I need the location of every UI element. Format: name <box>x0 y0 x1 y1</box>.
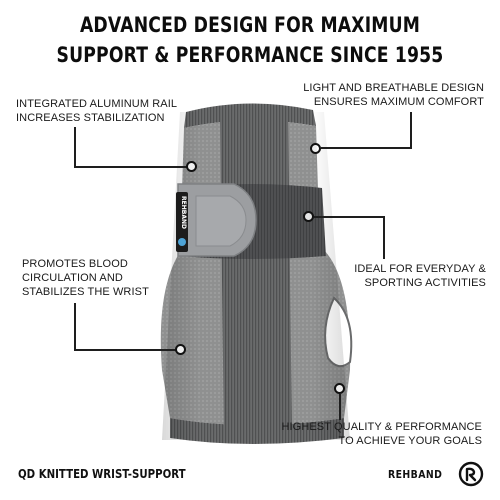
strap-logo-icon <box>178 238 186 246</box>
callout-line-aluminum-h <box>74 166 188 168</box>
callout-line-everyday-h <box>314 216 384 218</box>
callout-blood-circulation: PROMOTES BLOOD CIRCULATION AND STABILIZE… <box>22 258 149 298</box>
callout-dot-breathable <box>310 143 321 154</box>
strap-brand-label: REHBAND <box>180 196 187 229</box>
headline-line-1: ADVANCED DESIGN FOR MAXIMUM <box>79 13 421 37</box>
headline-line-2: SUPPORT & PERFORMANCE SINCE 1955 <box>56 43 444 67</box>
callout-line-everyday-v <box>383 216 385 259</box>
callout-dot-blood <box>175 344 186 355</box>
callout-line-aluminum-v <box>74 127 76 167</box>
wrist-support-product-image: REHBAND <box>160 103 353 444</box>
callout-everyday: IDEAL FOR EVERYDAY & SPORTING ACTIVITIES <box>354 263 486 289</box>
callout-dot-quality <box>334 383 345 394</box>
callout-quality: HIGHEST QUALITY & PERFORMANCE TO ACHIEVE… <box>281 421 482 447</box>
callout-dot-aluminum <box>186 161 197 172</box>
callout-dot-everyday <box>303 211 314 222</box>
callout-line-blood-v <box>74 303 76 351</box>
callout-line-quality-v <box>339 394 341 420</box>
product-name: QD KNITTED WRIST-SUPPORT <box>18 467 186 481</box>
callout-line-breathable-h <box>321 147 411 149</box>
callout-aluminum-rail: INTEGRATED ALUMINUM RAIL INCREASES STABI… <box>16 98 178 124</box>
callout-breathable: LIGHT AND BREATHABLE DESIGN ENSURES MAXI… <box>303 82 484 108</box>
callout-line-breathable-v <box>410 112 412 149</box>
callout-line-blood-h <box>74 349 176 351</box>
rehband-logo-icon <box>458 461 484 487</box>
brand-name: REHBAND <box>388 468 443 481</box>
